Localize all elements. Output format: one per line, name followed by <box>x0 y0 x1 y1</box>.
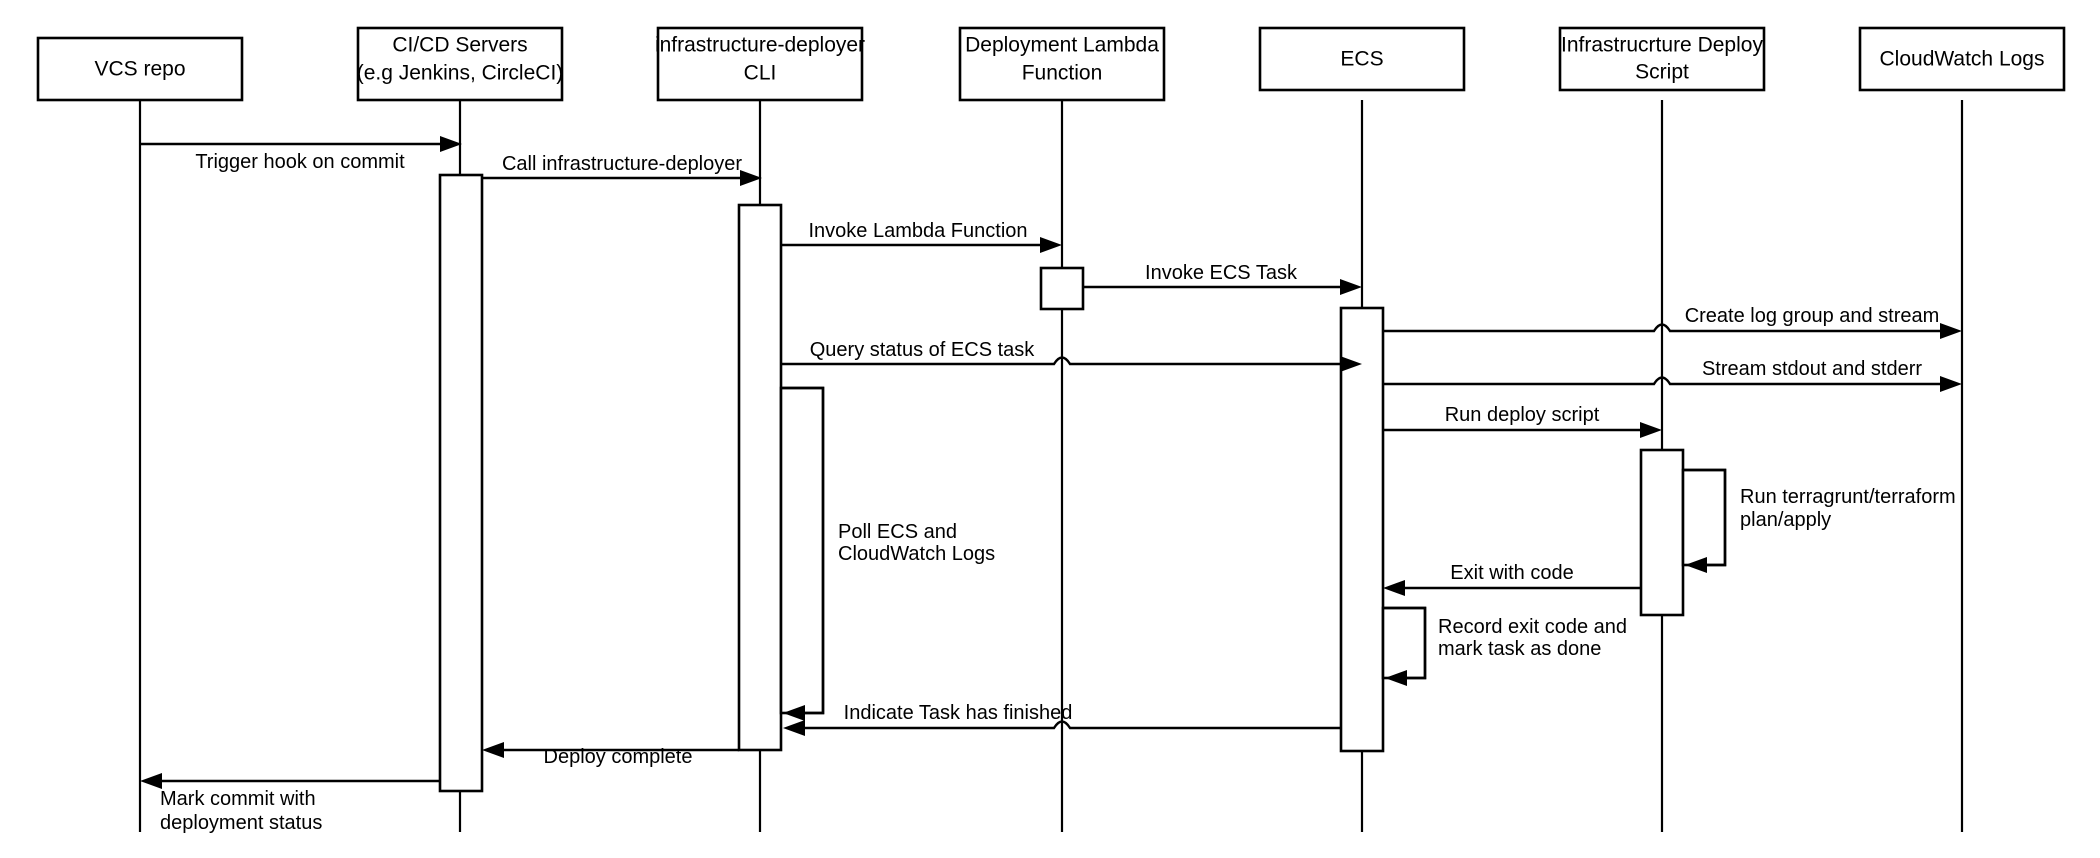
participant-box-vcs[interactable] <box>36 36 244 102</box>
message-label: Invoke ECS Task <box>1145 262 1298 284</box>
activation-script-terragrunt[interactable] <box>1681 468 1727 567</box>
arrowhead-right-icon <box>1040 237 1062 253</box>
message-poll-ecs-and-cloudwatch-logs[interactable]: Poll ECS and CloudWatch Logs <box>781 386 995 721</box>
arrowhead-right-icon <box>1640 422 1662 438</box>
activation-ecs-record[interactable] <box>1381 606 1427 680</box>
participant-label-lambda-line1: Deployment Lambda <box>965 34 1159 57</box>
message-label-line2: CloudWatch Logs <box>838 543 995 565</box>
message-label: Exit with code <box>1450 562 1573 584</box>
message-deploy-complete[interactable]: Deploy complete <box>482 742 739 768</box>
participant-cli[interactable]: infrastructure-deployer CLI <box>655 26 865 102</box>
message-invoke-lambda-function[interactable]: Invoke Lambda Function <box>781 220 1062 253</box>
message-label: Deploy complete <box>544 746 693 768</box>
participant-cicd[interactable]: CI/CD Servers (e.g Jenkins, CircleCI) <box>356 26 564 102</box>
message-label-line2: deployment status <box>160 812 322 834</box>
participant-vcs[interactable]: VCS repo <box>36 36 244 102</box>
message-label-line1: Poll ECS and <box>838 521 957 543</box>
participant-label-cicd-line2: (e.g Jenkins, CircleCI) <box>357 62 564 85</box>
participant-script[interactable]: Infrastrucrture Deploy Script <box>1558 26 1766 92</box>
activation-script[interactable] <box>1639 448 1685 617</box>
message-run-deploy-script[interactable]: Run deploy script <box>1383 404 1662 438</box>
message-label: Indicate Task has finished <box>844 702 1073 724</box>
participant-label-script-line1: Infrastrucrture Deploy <box>1561 34 1763 57</box>
message-query-status-of-ecs-task[interactable]: Query status of ECS task <box>781 339 1362 372</box>
arrowhead-left-icon <box>482 742 504 758</box>
arrowhead-left-icon <box>140 773 162 789</box>
arrowhead-left-icon <box>783 720 805 736</box>
arrowhead-right-icon <box>740 170 762 186</box>
arrowhead-right-icon <box>1940 323 1962 339</box>
message-label: Call infrastructure-deployer <box>502 153 742 175</box>
participant-lambda[interactable]: Deployment Lambda Function <box>958 26 1166 102</box>
message-line <box>781 356 1350 366</box>
message-label-line2: mark task as done <box>1438 638 1601 660</box>
message-line <box>795 720 1341 730</box>
activation-cicd[interactable] <box>438 173 484 793</box>
participant-label-cicd-line1: CI/CD Servers <box>392 34 527 57</box>
message-mark-commit-with-deployment-status[interactable]: Mark commit with deployment status <box>140 773 440 834</box>
participant-label-script-line2: Script <box>1635 61 1689 84</box>
message-label: Stream stdout and stderr <box>1702 358 1922 380</box>
arrowhead-right-icon <box>440 136 462 152</box>
arrowhead-right-icon <box>1340 356 1362 372</box>
participant-box-lambda[interactable] <box>958 26 1166 102</box>
message-label-line1: Record exit code and <box>1438 616 1627 638</box>
message-stream-stdout-and-stderr[interactable]: Stream stdout and stderr <box>1383 358 1962 392</box>
message-exit-with-code[interactable]: Exit with code <box>1383 562 1641 596</box>
participant-box-script[interactable] <box>1558 26 1766 92</box>
participant-label-cli-line1: infrastructure-deployer <box>655 34 865 57</box>
message-line <box>1383 376 1950 386</box>
participant-box-cli[interactable] <box>656 26 864 102</box>
arrowhead-right-icon <box>1940 376 1962 392</box>
arrowhead-left-icon <box>1383 580 1405 596</box>
message-label: Trigger hook on commit <box>195 151 405 173</box>
participant-label-ecs: ECS <box>1340 48 1383 71</box>
message-line <box>1383 323 1950 333</box>
participant-label-lambda-line2: Function <box>1022 62 1103 85</box>
message-indicate-task-has-finished[interactable]: Indicate Task has finished <box>783 702 1341 736</box>
participant-label-logs: CloudWatch Logs <box>1880 48 2045 71</box>
participant-box-ecs[interactable] <box>1258 26 1466 92</box>
message-invoke-ecs-task[interactable]: Invoke ECS Task <box>1083 262 1362 295</box>
message-call-infrastructure-deployer[interactable]: Call infrastructure-deployer <box>482 153 762 186</box>
arrowhead-left-icon <box>1685 557 1707 573</box>
message-label: Query status of ECS task <box>810 339 1036 361</box>
message-label: Create log group and stream <box>1685 305 1940 327</box>
arrowhead-left-icon <box>1385 670 1407 686</box>
participant-box-cicd[interactable] <box>356 26 564 102</box>
message-line-self <box>781 386 825 715</box>
message-label: Run deploy script <box>1445 404 1600 426</box>
message-label-line1: Run terragrunt/terraform <box>1740 486 1956 508</box>
arrowhead-right-icon <box>1340 279 1362 295</box>
message-run-terragrunt-terraform-plan-apply[interactable]: Run terragrunt/terraform plan/apply <box>1683 468 1956 573</box>
activation-lambda[interactable] <box>1039 266 1085 311</box>
participant-box-logs[interactable] <box>1858 26 2066 92</box>
message-label-line1: Mark commit with <box>160 788 316 810</box>
message-label: Invoke Lambda Function <box>808 220 1027 242</box>
message-line-self <box>1683 468 1727 567</box>
activation-cli-poll[interactable] <box>779 386 825 715</box>
activation-cli[interactable] <box>737 203 783 752</box>
participant-ecs[interactable]: ECS <box>1258 26 1466 92</box>
arrowhead-left-icon <box>783 705 805 721</box>
activation-bars <box>438 173 1727 793</box>
activation-ecs[interactable] <box>1339 306 1385 753</box>
message-create-log-group-and-stream[interactable]: Create log group and stream <box>1383 305 1962 339</box>
message-trigger-hook-on-commit[interactable]: Trigger hook on commit <box>140 136 462 173</box>
message-label-line2: plan/apply <box>1740 509 1831 531</box>
participant-logs[interactable]: CloudWatch Logs <box>1858 26 2066 92</box>
participant-label-vcs: VCS repo <box>94 58 185 81</box>
participant-label-cli-line2: CLI <box>744 62 777 85</box>
message-line-self <box>1383 606 1427 680</box>
message-record-exit-code-and-mark-task-as-done[interactable]: Record exit code and mark task as done <box>1383 606 1627 686</box>
